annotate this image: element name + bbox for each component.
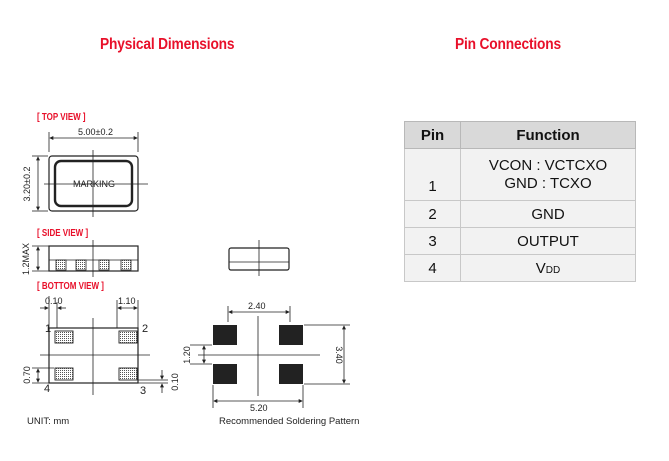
pin-label-2: 2 xyxy=(142,323,148,335)
marking-label: MARKING xyxy=(73,179,115,189)
bottom-view-drawing xyxy=(32,296,168,395)
pin-number: 4 xyxy=(404,254,461,282)
top-height-dimension: 3.20±0.2 xyxy=(22,167,32,202)
vdd-main: V xyxy=(535,259,546,277)
pin-function: OUTPUT xyxy=(460,227,636,255)
side-profile-drawing xyxy=(228,240,290,276)
bottom-dim-left: 0.10 xyxy=(45,296,63,306)
pin-label-4: 4 xyxy=(44,383,50,395)
table-row: 2 GND xyxy=(404,200,636,228)
soldering-pattern-caption: Recommended Soldering Pattern xyxy=(219,416,359,427)
vdd-subscript: DD xyxy=(545,264,561,276)
pin-label-3: 3 xyxy=(140,385,146,397)
pin-connections-heading: Pin Connections xyxy=(455,36,561,53)
unit-label: UNIT: mm xyxy=(27,416,69,427)
table-row: 3 OUTPUT xyxy=(404,227,636,255)
side-height-dimension: 1.2MAX xyxy=(21,243,31,275)
bottom-dim-gap: 0.10 xyxy=(170,373,180,391)
pin-connections-table: Pin Function 1 VCON : VCTCXO GND : TCXO … xyxy=(404,121,636,282)
bottom-view-label: [ BOTTOM VIEW ] xyxy=(37,281,104,292)
pin-number: 3 xyxy=(404,227,461,255)
side-view-drawing xyxy=(32,240,139,277)
top-view-label: [ TOP VIEW ] xyxy=(37,112,86,123)
pin-number: 2 xyxy=(404,200,461,228)
physical-dimensions-heading: Physical Dimensions xyxy=(100,36,235,53)
header-pin: Pin xyxy=(404,121,461,149)
top-view-drawing xyxy=(32,132,148,217)
solder-dim-left: 1.20 xyxy=(182,346,192,364)
header-function: Function xyxy=(460,121,636,149)
soldering-pattern-drawing xyxy=(190,306,350,408)
solder-dim-right: 3.40 xyxy=(334,346,344,364)
side-view-label: [ SIDE VIEW ] xyxy=(37,228,89,239)
pin-label-1: 1 xyxy=(45,323,51,335)
table-row: 4 VDD xyxy=(404,254,636,282)
solder-dim-top: 2.40 xyxy=(248,301,266,311)
pin-function: GND xyxy=(460,200,636,228)
pin-function-line: VCON : VCTCXO xyxy=(488,156,608,174)
table-header-row: Pin Function xyxy=(404,121,636,149)
pin-function: VDD xyxy=(460,254,636,282)
bottom-dim-pad-height: 0.70 xyxy=(22,366,32,384)
table-row: 1 VCON : VCTCXO GND : TCXO xyxy=(404,148,636,201)
pin-function: VCON : VCTCXO GND : TCXO xyxy=(460,148,636,201)
pin-function-line: GND : TCXO xyxy=(504,174,592,192)
top-width-dimension: 5.00±0.2 xyxy=(78,127,113,137)
bottom-dim-right: 1.10 xyxy=(118,296,136,306)
pin-number: 1 xyxy=(404,148,461,201)
solder-dim-bottom: 5.20 xyxy=(250,403,268,413)
